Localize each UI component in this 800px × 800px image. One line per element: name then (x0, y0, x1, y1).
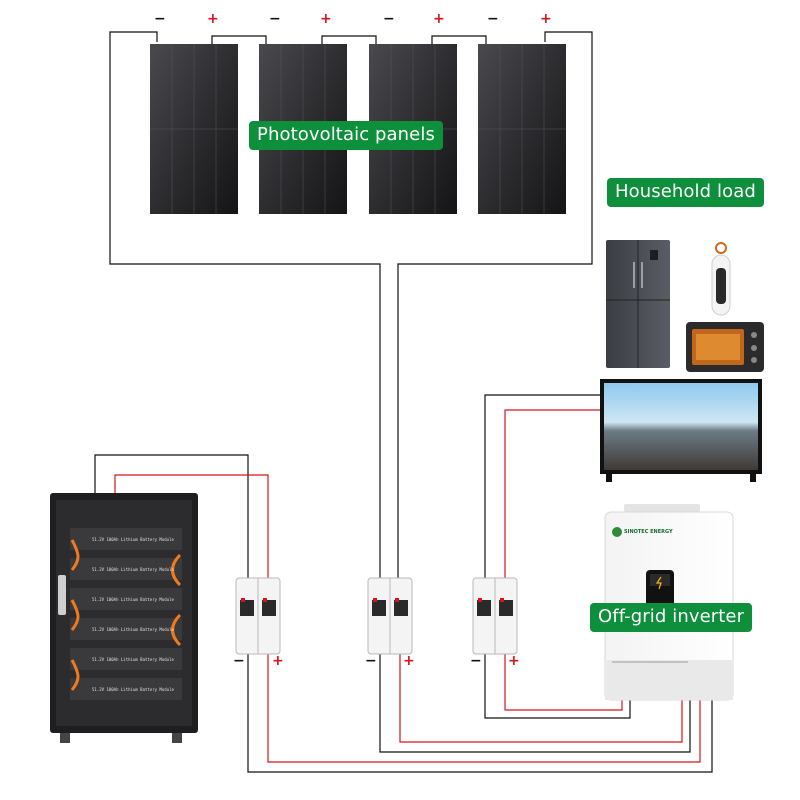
battery-module-label-5: 51.2V 100Ah Lithium Battery Module (92, 657, 174, 662)
battery-module-label-1: 51.2V 100Ah Lithium Battery Module (92, 537, 174, 542)
battery-negative-wire (94, 454, 249, 580)
breaker-pv-positive-sign: + (403, 653, 415, 669)
load-negative-wire (484, 394, 600, 580)
pv-negative-wire (109, 31, 381, 580)
breaker-load-positive-sign: + (508, 653, 520, 669)
pv-positive-wire (397, 31, 593, 580)
tv-image (600, 379, 762, 482)
battery-module-label-3: 51.2V 100Ah Lithium Battery Module (92, 597, 174, 602)
oven-image (686, 322, 764, 372)
battery-positive-wire (114, 474, 269, 580)
pv-in-positive-wire (399, 652, 683, 743)
battery-module-label-2: 51.2V 100Ah Lithium Battery Module (92, 567, 174, 572)
panel-jumper-3 (431, 35, 487, 44)
battery-modules (70, 528, 182, 700)
solar-panel-1 (150, 44, 238, 214)
bat-in-negative-wire (247, 652, 713, 773)
bat-in-positive-wire (267, 652, 701, 763)
panel-3-positive-sign: + (433, 11, 445, 27)
panel-jumper-1 (211, 35, 267, 44)
inverter-brand-text: SINOTEC ENERGY (624, 529, 673, 535)
breaker-battery (235, 577, 281, 655)
breaker-battery-positive-sign: + (272, 653, 284, 669)
label-photovoltaic-panels: Photovoltaic panels (249, 121, 443, 150)
solar-panel-4 (478, 44, 566, 214)
ac-out-positive-wire (504, 652, 623, 711)
breaker-pv (367, 577, 413, 655)
ac-out-negative-wire (484, 652, 631, 719)
panel-1-positive-sign: + (207, 11, 219, 27)
label-off-grid-inverter: Off-grid inverter (590, 603, 753, 632)
breaker-battery-negative-sign: − (233, 653, 245, 669)
battery-orange-cables (70, 539, 182, 691)
fridge-image (606, 240, 670, 368)
panel-1-negative-sign: − (154, 11, 166, 27)
panel-jumper-2 (321, 35, 377, 44)
breaker-load (472, 577, 518, 655)
heater-image (711, 242, 731, 316)
battery-module-label-4: 51.2V 100Ah Lithium Battery Module (92, 627, 174, 632)
panel-2-positive-sign: + (320, 11, 332, 27)
load-positive-wire (504, 409, 600, 580)
battery-module-label-6: 51.2V 100Ah Lithium Battery Module (92, 687, 174, 692)
breaker-pv-negative-sign: − (365, 653, 377, 669)
panel-4-negative-sign: − (487, 11, 499, 27)
panel-2-negative-sign: − (269, 11, 281, 27)
wiring (94, 31, 713, 773)
panel-4-positive-sign: + (540, 11, 552, 27)
pv-in-negative-wire (379, 652, 691, 753)
battery-cabinet (50, 493, 198, 743)
label-household-load: Household load (607, 178, 764, 207)
breaker-load-negative-sign: − (470, 653, 482, 669)
panel-3-negative-sign: − (383, 11, 395, 27)
